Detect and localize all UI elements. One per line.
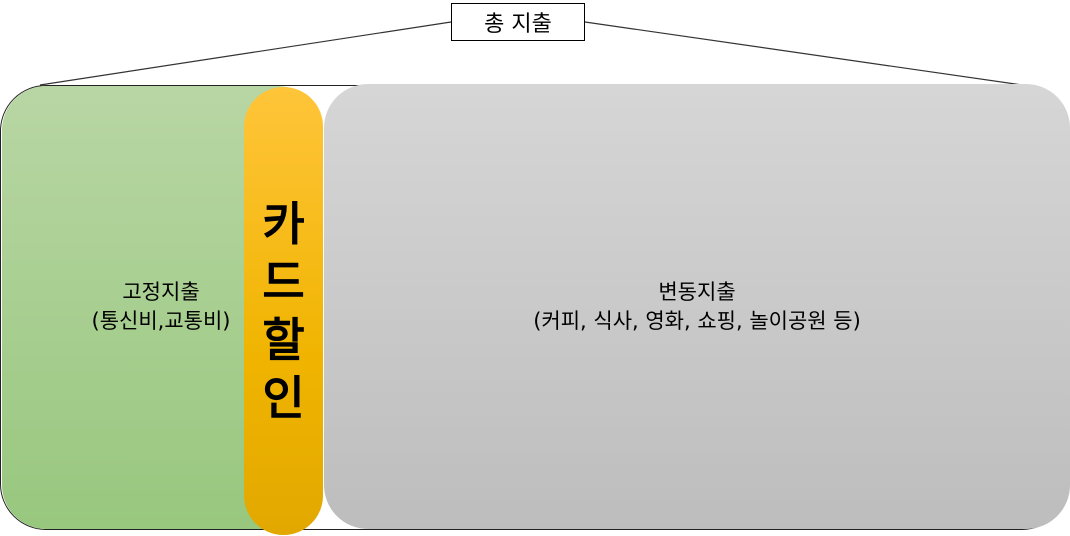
- fixed-expense-detail: (통신비,교통비): [91, 309, 231, 333]
- left-connector-line: [39, 21, 452, 86]
- fixed-expense-title: 고정지출: [122, 280, 200, 304]
- variable-expense-detail: (커피, 식사, 영화, 쇼핑, 놀이공원 등): [533, 309, 861, 333]
- right-connector-line: [584, 21, 1037, 88]
- card-discount-bar: 카 드 할 인: [244, 87, 323, 535]
- variable-expense-title: 변동지출: [658, 280, 736, 304]
- card-discount-char-3: 할: [262, 313, 305, 367]
- variable-expense-label: 변동지출 (커피, 식사, 영화, 쇼핑, 놀이공원 등): [324, 278, 1070, 336]
- total-expense-label: 총 지출: [451, 3, 585, 41]
- card-discount-char-4: 인: [262, 371, 305, 425]
- fixed-expense-label: 고정지출 (통신비,교통비): [0, 278, 322, 336]
- variable-expense-box: [324, 84, 1070, 529]
- card-discount-char-1: 카: [262, 197, 305, 251]
- total-expense-text: 총 지출: [484, 12, 552, 37]
- card-discount-char-2: 드: [262, 255, 305, 309]
